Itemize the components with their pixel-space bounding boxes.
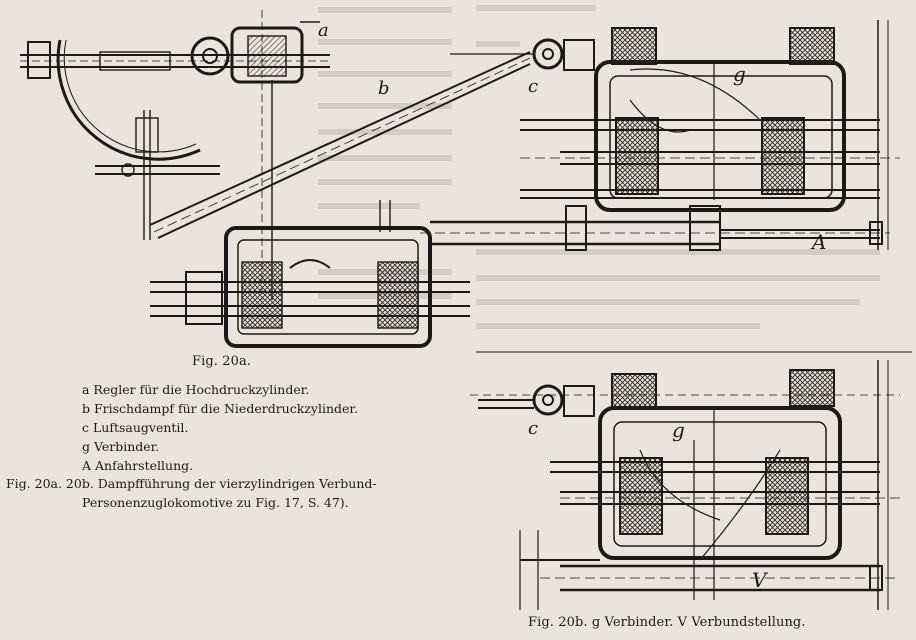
fig20b-caption: Fig. 20b. g Verbinder. V Verbundstellung… — [528, 615, 806, 630]
fig20a-caption: Fig. 20a. — [192, 354, 252, 369]
combined-caption-line-2: Personenzuglokomotive zu Fig. 17, S. 47)… — [82, 495, 349, 510]
fig20b-label-c: c — [528, 418, 539, 439]
fig20a-label-A: A — [812, 230, 827, 254]
legend-item: g Verbinder. — [82, 439, 160, 454]
legend-item: b Frischdampf für die Niederdruckzylinde… — [82, 401, 358, 416]
fig20a-label-c: c — [528, 76, 539, 97]
fig20b-label-g: g — [672, 418, 685, 442]
fig20a-label-g: g — [733, 62, 746, 86]
background-text-lines — [318, 5, 880, 329]
fig20a-label-a: a — [318, 20, 329, 41]
legend-item: a Regler für die Hochdruckzylinder. — [82, 382, 310, 397]
fig20a-label-b: b — [378, 78, 390, 99]
legend-item: c Luftsaugventil. — [82, 420, 189, 435]
figure-20a-drawing — [20, 10, 890, 348]
legend-item: A Anfahrstellung. — [82, 458, 194, 473]
combined-caption-line-1: Fig. 20a. 20b. Dampfführung der vierzyli… — [6, 476, 377, 491]
figure-20a-right-cylinders — [450, 20, 900, 251]
figure-20b-drawing — [470, 360, 900, 610]
fig20b-label-V: V — [752, 568, 767, 592]
legend: a Regler für die Hochdruckzylinder. b Fr… — [82, 380, 358, 475]
combined-figure-caption: Fig. 20a. 20b. Dampfführung der vierzyli… — [6, 474, 377, 512]
